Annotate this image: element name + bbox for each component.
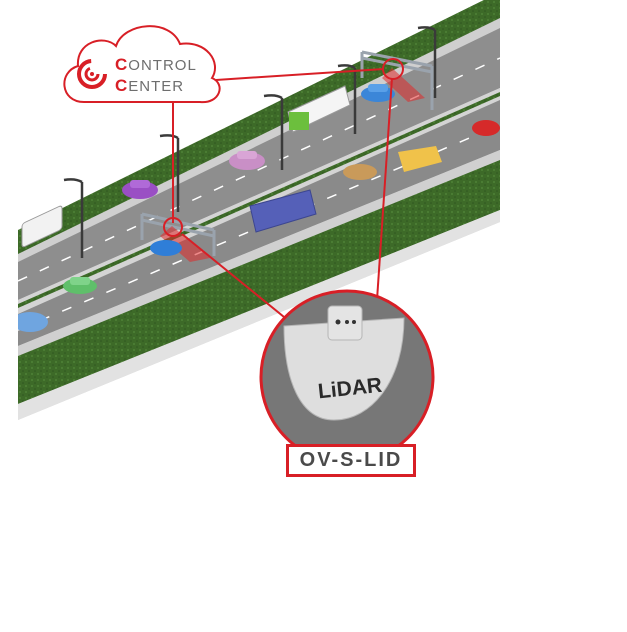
control-initial: C xyxy=(115,55,129,74)
cloud-to-upper-sensor-line xyxy=(215,68,384,81)
lower-sensor-to-detail-line xyxy=(181,233,301,331)
gantry-lower xyxy=(140,212,216,256)
control-center-label: CONTROL CENTER xyxy=(115,55,197,97)
upper-sensor-highlight xyxy=(382,58,404,80)
street-lamps xyxy=(63,26,437,258)
control-center-logo-icon xyxy=(77,59,107,89)
upper-sensor-to-detail-line xyxy=(376,77,393,301)
center-rest: ENTER xyxy=(128,78,185,95)
median-grass xyxy=(18,92,500,308)
control-rest: ONTROL xyxy=(128,57,197,74)
connector-lines xyxy=(172,68,393,331)
product-name-box: OV-S-LID xyxy=(286,444,416,477)
product-name: OV-S-LID xyxy=(299,449,403,471)
lidar-beam-upper xyxy=(382,68,425,102)
lower-sensor-highlight xyxy=(163,217,183,237)
vehicles xyxy=(18,84,500,332)
upper-lane-markings xyxy=(18,57,500,282)
lidar-sensor-icon xyxy=(283,305,405,421)
sidewalk-bottom xyxy=(18,150,500,356)
grass-field-bottom xyxy=(18,160,500,404)
center-initial: C xyxy=(115,76,129,95)
